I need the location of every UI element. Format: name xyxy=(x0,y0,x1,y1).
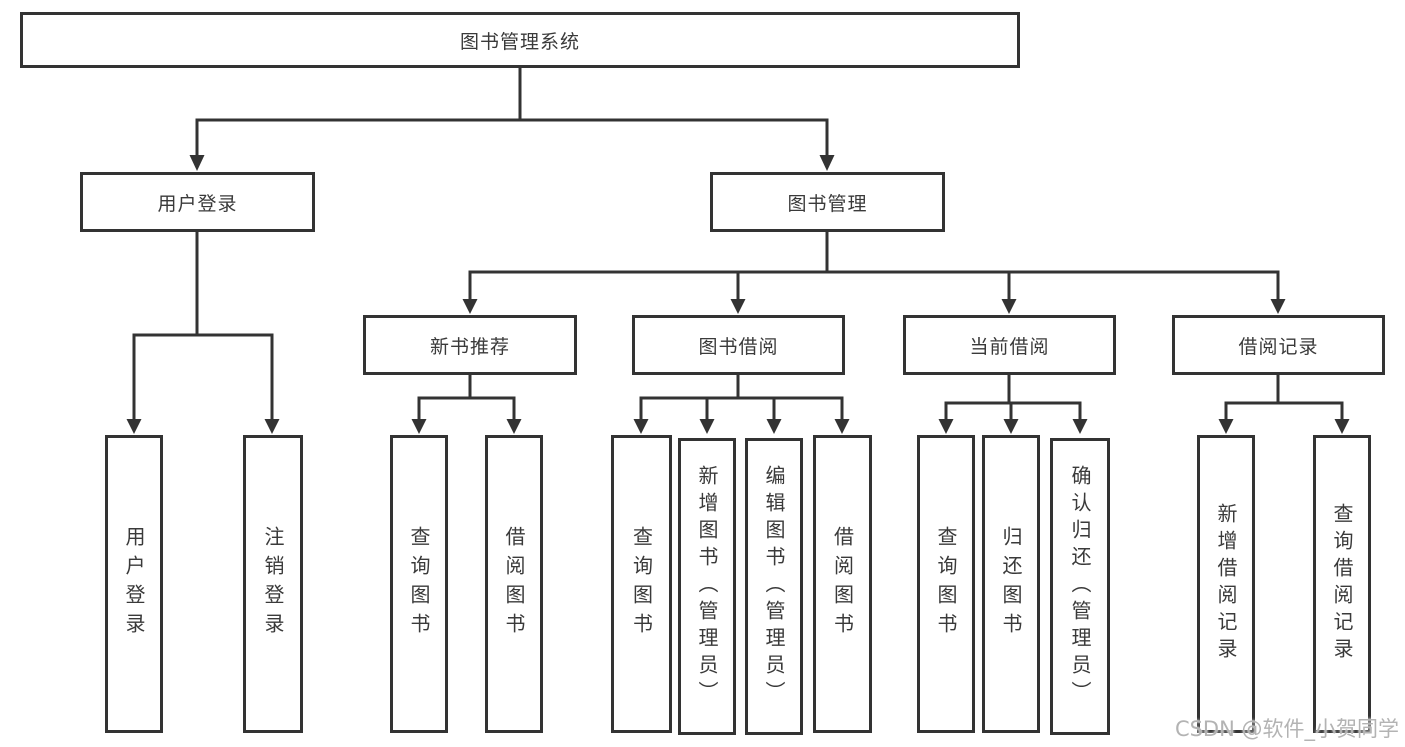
leaf-borrow-books-borrowing: 借阅图书 xyxy=(813,435,872,733)
watermark: CSDN @软件_小贺同学 xyxy=(1174,717,1399,741)
leaf-query-borrow-record: 查询借阅记录 xyxy=(1313,435,1371,733)
node-new-book-recommendation: 新书推荐 xyxy=(363,315,577,375)
leaf-edit-book-admin: 编辑图书（管理员） xyxy=(745,438,803,735)
leaf-logout: 注销登录 xyxy=(243,435,303,733)
leaf-query-books-recommend: 查询图书 xyxy=(390,435,448,733)
node-book-management: 图书管理 xyxy=(710,172,945,232)
node-user-login: 用户登录 xyxy=(80,172,315,232)
leaf-confirm-return-admin: 确认归还（管理员） xyxy=(1050,438,1110,735)
leaf-add-book-admin: 新增图书（管理员） xyxy=(678,438,736,735)
node-borrowing-records: 借阅记录 xyxy=(1172,315,1385,375)
node-library-management-system: 图书管理系统 xyxy=(20,12,1020,68)
node-current-borrowing: 当前借阅 xyxy=(903,315,1116,375)
leaf-add-borrow-record: 新增借阅记录 xyxy=(1197,435,1255,733)
leaf-return-books: 归还图书 xyxy=(982,435,1040,733)
leaf-user-login: 用户登录 xyxy=(105,435,163,733)
arrowheads xyxy=(126,155,1350,434)
leaf-borrow-books-recommend: 借阅图书 xyxy=(485,435,543,733)
node-book-borrowing: 图书借阅 xyxy=(632,315,845,375)
leaf-query-books-borrowing: 查询图书 xyxy=(611,435,672,733)
leaf-query-books-current: 查询图书 xyxy=(917,435,975,733)
